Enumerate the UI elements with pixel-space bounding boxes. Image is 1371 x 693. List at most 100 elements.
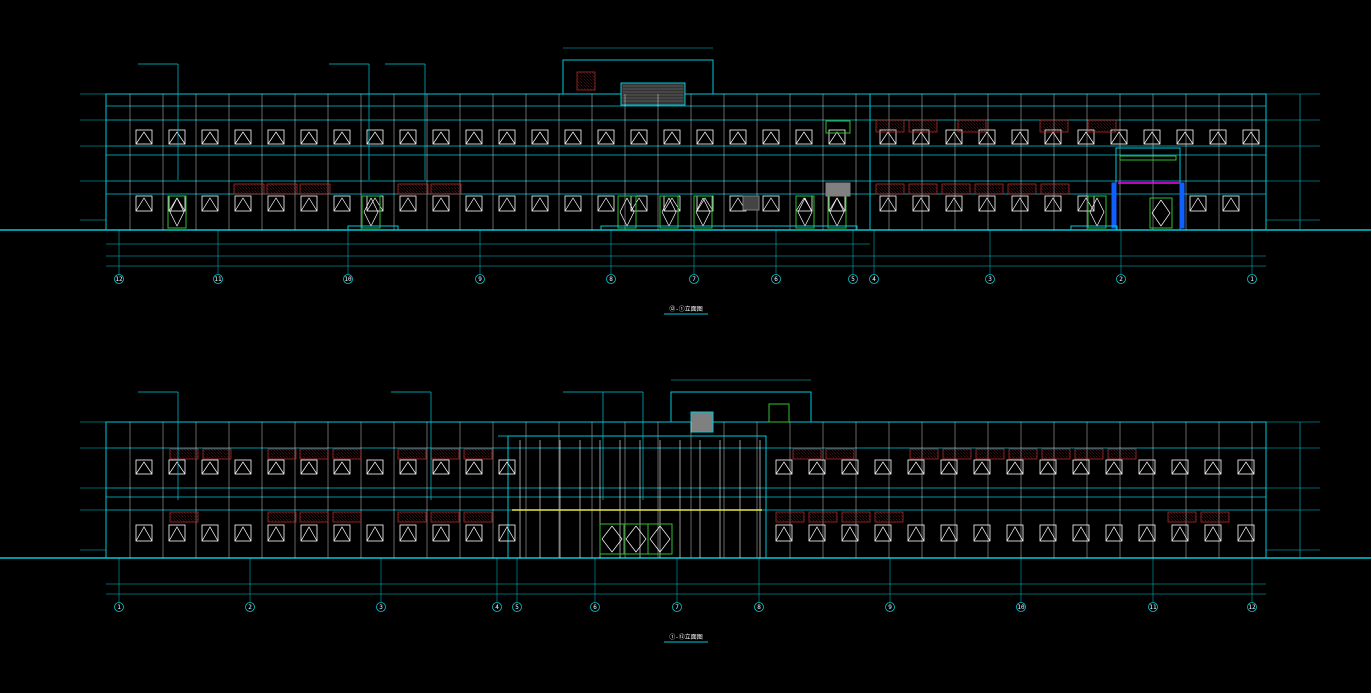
hatched-panel <box>974 183 1004 195</box>
hatched-panel <box>233 183 265 195</box>
window <box>1138 524 1156 542</box>
window-opening-mark <box>597 197 615 212</box>
hatch-line <box>1214 511 1226 523</box>
hatch-line <box>304 183 316 195</box>
door <box>1087 195 1107 229</box>
hatch-line <box>207 448 219 460</box>
hatch-line <box>914 119 928 133</box>
hatch-line <box>885 511 897 523</box>
hatch-line <box>402 183 414 195</box>
hatch-line <box>1034 448 1038 452</box>
hatch-line <box>959 448 971 460</box>
hatch-line <box>444 448 456 460</box>
window <box>597 195 615 212</box>
axis-label: 1 <box>1250 276 1254 283</box>
hatch-line <box>1172 511 1184 523</box>
hatched-panel <box>202 448 232 460</box>
hatch-line <box>444 511 456 523</box>
axis-bubble <box>213 274 223 284</box>
window-opening-mark <box>465 131 483 145</box>
hatch-line <box>1223 511 1230 518</box>
hatch-line <box>972 119 986 133</box>
hatch-line <box>202 449 213 460</box>
hatch-line <box>1093 119 1107 133</box>
hatch-line <box>980 448 992 460</box>
door <box>617 195 637 229</box>
window <box>940 524 958 542</box>
axis-label: 8 <box>757 604 761 611</box>
hatch-line <box>981 119 987 125</box>
hatch-line <box>1045 183 1057 195</box>
hatch-line <box>926 448 938 460</box>
axis-bubble <box>376 602 386 612</box>
hatch-line <box>278 448 290 460</box>
hatch-line <box>262 183 265 186</box>
hatch-line <box>1226 511 1230 515</box>
hatch-line <box>420 511 427 518</box>
window <box>201 195 219 212</box>
hatched-panel <box>299 511 329 523</box>
hatch-line <box>1042 183 1054 195</box>
hatch-line <box>269 511 281 523</box>
hatch-line <box>281 511 293 523</box>
window <box>1039 459 1057 475</box>
hatched-panel <box>1008 448 1038 460</box>
hatch-line <box>250 183 262 195</box>
hatch-line <box>963 119 977 133</box>
elevation-top-title: ⑫-①立面图 <box>669 305 703 313</box>
hatch-line <box>833 448 845 460</box>
hatch-line <box>1018 183 1030 195</box>
axis-label: 2 <box>248 604 252 611</box>
hatch-line <box>328 183 331 186</box>
hatch-line <box>894 511 904 521</box>
hatch-line <box>183 448 195 460</box>
hatch-line <box>813 511 825 523</box>
hatched-panel <box>1039 119 1069 133</box>
axis-bubble <box>606 274 616 284</box>
hatched-panel <box>397 183 429 195</box>
hatch-line <box>994 183 1004 193</box>
window <box>168 459 186 475</box>
window-opening-mark <box>1204 461 1222 475</box>
hatched-panel <box>397 511 427 523</box>
hatch-line <box>1127 448 1137 458</box>
hatch-line <box>1046 448 1058 460</box>
hatch-line <box>1090 119 1104 133</box>
hatch-line <box>456 183 462 189</box>
hatch-line <box>477 511 489 523</box>
window <box>1039 524 1057 542</box>
hatch-line <box>585 71 596 82</box>
hatch-line <box>890 119 904 133</box>
hatch-line <box>941 184 952 195</box>
hatch-line <box>267 455 272 460</box>
window <box>663 129 681 145</box>
window <box>1171 459 1189 475</box>
window-opening-mark <box>267 197 285 212</box>
hatch-line <box>1167 512 1178 523</box>
hatch-line <box>430 449 441 460</box>
hatch-line <box>269 448 281 460</box>
window-opening-mark <box>234 197 252 212</box>
hatch-line <box>978 119 987 128</box>
hatch-line <box>1060 183 1070 193</box>
hatch-line <box>430 187 438 195</box>
hatch-line <box>995 448 1005 458</box>
window <box>432 459 450 475</box>
hatch-line <box>1052 448 1064 460</box>
hatch-line <box>177 448 189 460</box>
hatch-line <box>1057 119 1069 131</box>
hatch-line <box>480 511 492 523</box>
window-opening-mark <box>399 461 417 475</box>
hatch-line <box>1175 511 1187 523</box>
window-opening-mark <box>762 131 780 145</box>
hatch-line <box>1040 187 1048 195</box>
hatch-line <box>256 183 265 192</box>
vent-panel <box>825 120 851 134</box>
hatch-line <box>897 511 904 518</box>
window <box>267 129 285 145</box>
window-opening-mark <box>912 131 930 145</box>
window <box>531 195 549 212</box>
window <box>912 195 930 212</box>
hatch-line <box>299 190 304 195</box>
